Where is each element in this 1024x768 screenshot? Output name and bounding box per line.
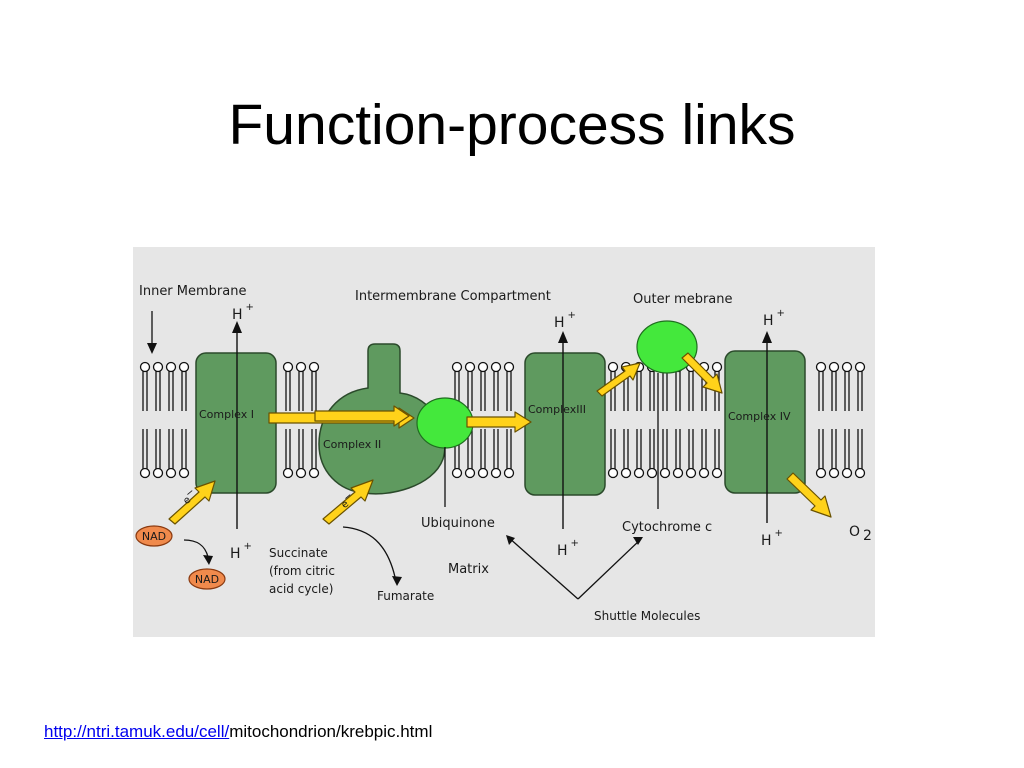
svg-text:H+: H+ xyxy=(763,308,785,329)
svg-text:H+: H+ xyxy=(557,538,579,559)
nad-oval-bottom xyxy=(188,568,226,590)
svg-text:H+: H+ xyxy=(761,528,783,549)
flow-arrow-ubiquinone-to-complex3 xyxy=(466,411,532,433)
electron-transport-diagram: NAD NAD e− e− H+ H+ H+ H+ H+ H+ Inner Me… xyxy=(133,247,875,637)
cytochrome-c-carrier xyxy=(636,320,698,374)
inner-membrane-label: Inner Membrane xyxy=(139,284,246,299)
source-path: mitochondrion/krebpic.html xyxy=(229,722,433,741)
shuttle-molecules-label: Shuttle Molecules xyxy=(594,609,700,623)
complex-4-label: Complex IV xyxy=(728,410,791,423)
complex-1-label: Complex I xyxy=(199,408,254,421)
source-link[interactable]: http://ntri.tamuk.edu/cell/ xyxy=(44,722,230,741)
ubiquinone-label: Ubiquinone xyxy=(421,516,495,531)
matrix-label: Matrix xyxy=(448,562,489,577)
electron-arrow-complex1 xyxy=(168,480,216,525)
flow-arrow-complex2-to-ubiquinone xyxy=(314,405,410,427)
proton-lines xyxy=(232,321,772,529)
svg-text:H+: H+ xyxy=(554,310,576,331)
flow-arrow-complex4-to-oxygen xyxy=(786,472,832,518)
complex-4 xyxy=(724,350,806,494)
flow-arrow-cytochrome-to-complex4 xyxy=(681,352,723,394)
cytochrome-c-label: Cytochrome c xyxy=(622,520,712,535)
intermembrane-label: Intermembrane Compartment xyxy=(355,289,551,304)
proton-labels: H+ H+ H+ H+ H+ H+ xyxy=(230,302,785,562)
flow-arrow-complex3-to-cytochrome xyxy=(596,362,641,397)
fumarate-label: Fumarate xyxy=(377,589,434,603)
nad-oval-top xyxy=(135,525,173,547)
electron-arrow-complex2 xyxy=(322,479,374,525)
succinate-label-line3: acid cycle) xyxy=(269,582,333,596)
nad-label-bottom: NAD xyxy=(195,573,219,586)
pointer-arrowheads xyxy=(147,343,643,586)
ubiquinone-carrier xyxy=(416,397,474,449)
svg-text:H+: H+ xyxy=(232,302,254,323)
pointer-lines xyxy=(151,311,659,600)
complex-1 xyxy=(195,352,277,494)
nad-label-top: NAD xyxy=(142,530,166,543)
outer-membrane-label: Outer mebrane xyxy=(633,292,733,307)
slide-title: Function-process links xyxy=(228,93,796,157)
complex-2-label: Complex II xyxy=(323,438,381,451)
svg-text:H+: H+ xyxy=(230,541,252,562)
succinate-label-line2: (from citric xyxy=(269,564,335,578)
source-citation: http://ntri.tamuk.edu/cell/mitochondrion… xyxy=(44,722,432,742)
complex-3-label: ComplexIII xyxy=(528,403,586,416)
complex-3 xyxy=(524,352,606,496)
succinate-label-line1: Succinate xyxy=(269,546,328,560)
